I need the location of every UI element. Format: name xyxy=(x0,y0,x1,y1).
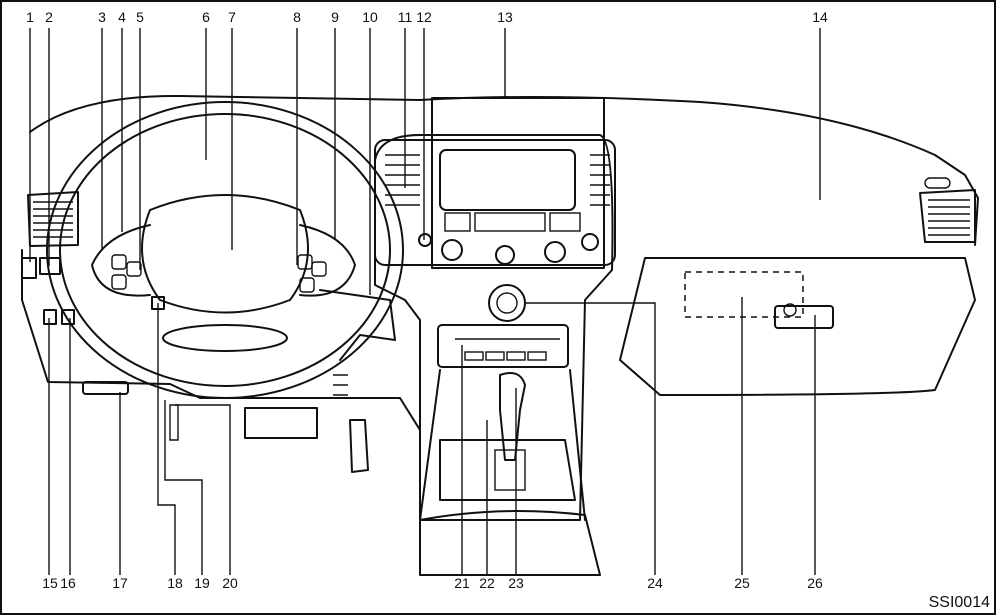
callout-6: 6 xyxy=(202,9,210,25)
callout-21: 21 xyxy=(454,575,470,591)
callout-12: 12 xyxy=(416,9,432,25)
brake-pedal xyxy=(244,407,318,439)
figure-code: SSI0014 xyxy=(929,594,990,611)
callout-11: 11 xyxy=(398,9,413,25)
accelerator-pedal xyxy=(349,419,369,473)
armrest xyxy=(419,510,601,576)
center-stack xyxy=(374,139,616,266)
callout-26: 26 xyxy=(807,575,823,591)
callout-9: 9 xyxy=(331,9,339,25)
callout-3: 3 xyxy=(98,9,106,25)
steering-spoke-left xyxy=(91,224,151,297)
glove-box-handle xyxy=(774,305,834,329)
left-switch-1 xyxy=(21,257,37,279)
display-screen xyxy=(439,149,576,211)
steering-wheel-rim-inner xyxy=(59,113,391,387)
audio-unit xyxy=(437,324,569,368)
glove-box xyxy=(619,257,976,396)
console-tunnel xyxy=(419,369,586,521)
dashboard-lower-edge xyxy=(21,249,421,431)
callout-4: 4 xyxy=(118,9,126,25)
center-vents xyxy=(385,154,610,206)
steering-lower-spoke xyxy=(162,324,288,352)
callout-18: 18 xyxy=(167,575,183,591)
callout-20: 20 xyxy=(222,575,238,591)
hood-release xyxy=(82,381,129,395)
callout-16: 16 xyxy=(60,575,76,591)
callout-14: 14 xyxy=(812,9,828,25)
callout-8: 8 xyxy=(293,9,301,25)
callout-23: 23 xyxy=(508,575,524,591)
callout-13: 13 xyxy=(497,9,513,25)
callout-15: 15 xyxy=(42,575,58,591)
callout-17: 17 xyxy=(112,575,128,591)
right-vent xyxy=(919,177,976,243)
callout-10: 10 xyxy=(362,9,378,25)
callout-24: 24 xyxy=(647,575,663,591)
callout-22: 22 xyxy=(479,575,495,591)
glove-box-inner-outline xyxy=(684,271,804,318)
climate-controls xyxy=(418,212,599,265)
steering-switches-right xyxy=(297,254,327,293)
callout-7: 7 xyxy=(228,9,236,25)
callout-5: 5 xyxy=(136,9,144,25)
leader-lines xyxy=(29,28,821,575)
lower-switch-1 xyxy=(43,309,57,325)
steering-column-cover xyxy=(319,289,396,361)
callout-labels: 1 2 3 4 5 6 7 8 9 10 11 12 13 14 15 16 1… xyxy=(26,9,828,591)
callout-25: 25 xyxy=(734,575,750,591)
steering-switches-left xyxy=(111,254,142,290)
steering-wheel-rim xyxy=(46,101,404,399)
steering-hub xyxy=(141,194,309,314)
lower-switch-2 xyxy=(61,309,75,325)
callout-2: 2 xyxy=(45,9,53,25)
steering-spoke-right xyxy=(299,224,356,297)
callout-19: 19 xyxy=(194,575,210,591)
shift-lever xyxy=(499,372,526,461)
callout-1: 1 xyxy=(26,9,34,25)
audio-slot-row xyxy=(455,338,560,361)
shift-gate xyxy=(494,449,526,491)
display-highlight-box xyxy=(431,97,605,269)
